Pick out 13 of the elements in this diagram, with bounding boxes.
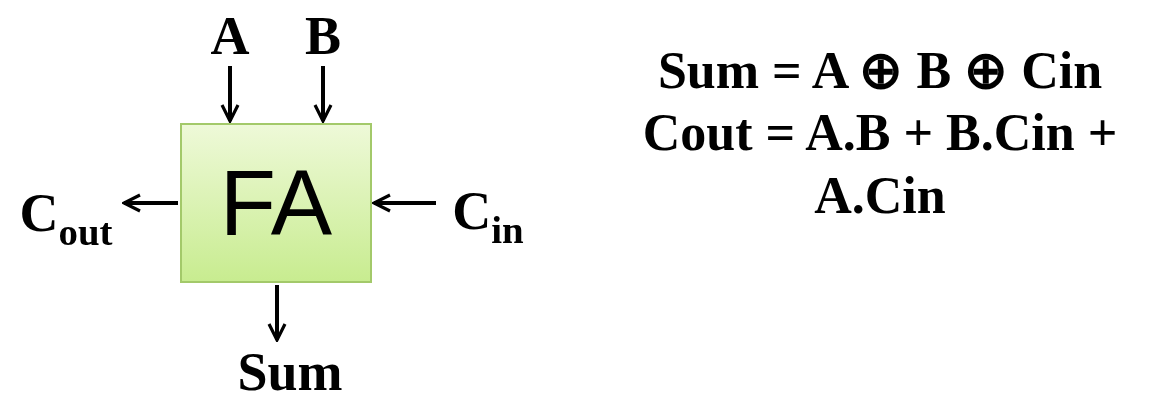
full-adder-block: FA	[180, 123, 372, 283]
output-label: Sum	[215, 342, 365, 402]
equation-text: Cout = A.B + B.Cin + A.Cin	[641, 103, 1119, 226]
arrow	[122, 193, 178, 213]
arrow	[313, 66, 333, 123]
arrow	[372, 193, 436, 213]
input-label: C$_{in}$	[438, 178, 538, 244]
arrow	[220, 66, 240, 123]
arrow	[267, 285, 287, 342]
input-label: A	[200, 8, 260, 64]
equation-text: Sum = A ⊕ B ⊕ Cin	[656, 41, 1104, 101]
output-label: C$_{out}$	[10, 178, 122, 248]
input-label: B	[293, 8, 353, 64]
